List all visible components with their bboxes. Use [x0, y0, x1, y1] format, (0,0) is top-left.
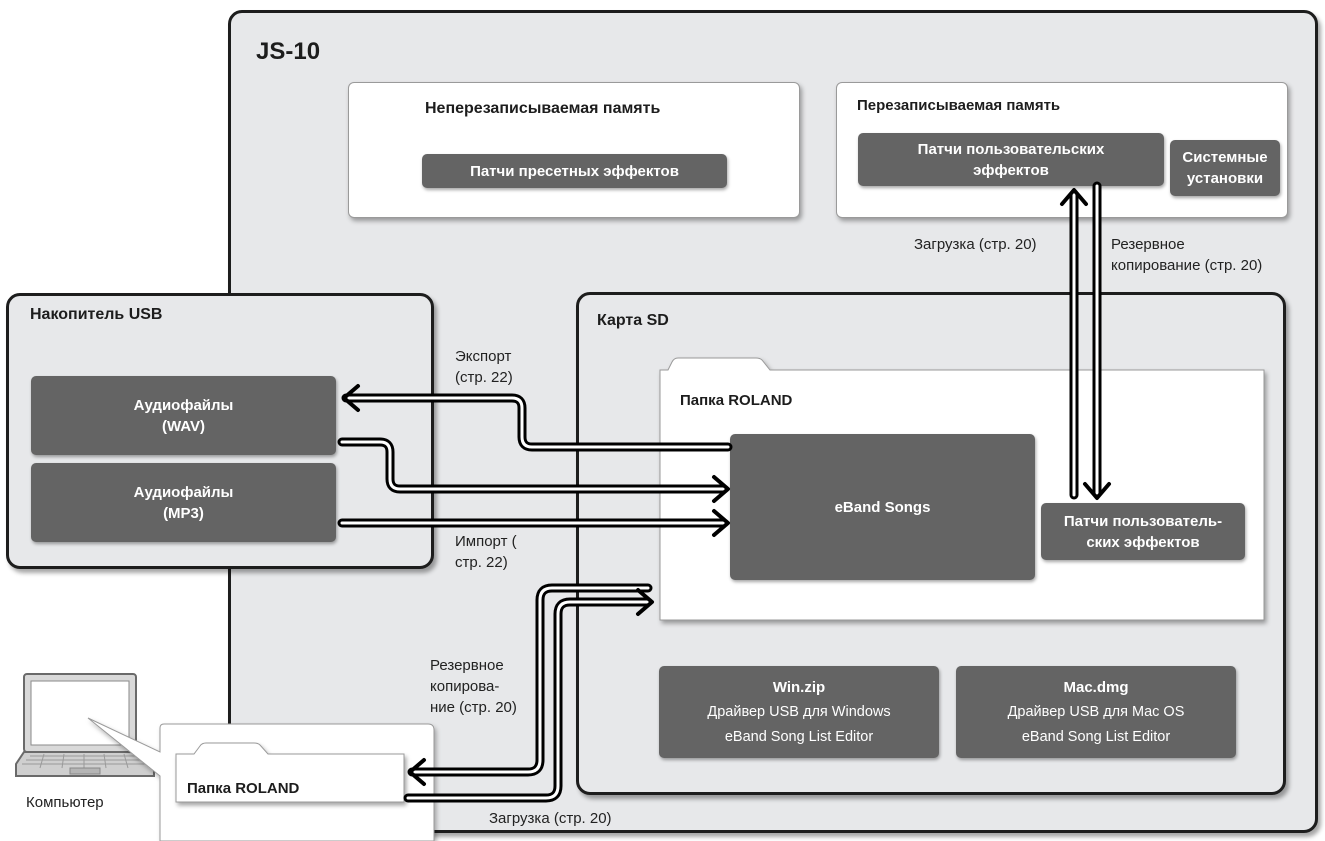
sd-roland-folder-title: Папка ROLAND [680, 392, 793, 409]
load-pc-arrow [403, 588, 654, 803]
sd-title: Карта SD [597, 312, 669, 329]
load-pc-label: Загрузка (стр. 20) [489, 810, 612, 827]
backup-pc-arrow [407, 583, 653, 786]
mac-dmg-box: Mac.dmg Драйвер USB для Mac OS eBand Son… [956, 666, 1236, 758]
preset-patches-label: Патчи пресетных эффектов [470, 162, 679, 180]
ram-title: Перезаписываемая память [857, 97, 1061, 114]
user-patches-ram-box: Патчи пользовательских эффектов [858, 133, 1164, 186]
device-title: JS-10 [256, 38, 321, 65]
mac-dmg-line1: Драйвер USB для Mac OS [1007, 703, 1185, 720]
eband-songs-label: eBand Songs [834, 498, 931, 516]
import-wav-arrow [337, 437, 730, 503]
backup-top-arrow [1083, 181, 1111, 500]
load-top-arrow [1060, 188, 1088, 500]
wav-box: Аудиофайлы (WAV) [31, 376, 336, 455]
pc-roland-folder-title: Папка ROLAND [187, 780, 300, 797]
mac-dmg-name: Mac.dmg [1063, 678, 1129, 696]
wav-label: Аудиофайлы (WAV) [133, 396, 234, 435]
user-patches-sd-label: Патчи пользователь- ских эффектов [1063, 512, 1223, 551]
eband-songs-box: eBand Songs [730, 434, 1035, 580]
computer-label: Компьютер [26, 794, 104, 811]
system-settings-box: Системные установки [1170, 140, 1280, 196]
export-arrow [341, 384, 733, 452]
user-patches-sd-box: Патчи пользователь- ских эффектов [1041, 503, 1245, 560]
system-settings-label: Системные установки [1182, 149, 1268, 187]
user-patches-ram-label: Патчи пользовательских эффектов [917, 140, 1105, 179]
win-zip-box: Win.zip Драйвер USB для Windows eBand So… [659, 666, 939, 758]
pc-roland-folder [175, 742, 405, 803]
backup-pc-label: Резервное копирова- ние (стр. 20) [430, 657, 517, 716]
import-label: Импорт ( стр. 22) [455, 533, 517, 571]
mp3-box: Аудиофайлы (MP3) [31, 463, 336, 542]
import-mp3-arrow [337, 509, 730, 537]
usb-title: Накопитель USB [30, 306, 163, 323]
win-zip-name: Win.zip [772, 678, 826, 696]
export-label: Экспорт (стр. 22) [455, 348, 513, 386]
rom-panel [348, 82, 800, 218]
win-zip-line2: eBand Song List Editor [724, 728, 874, 745]
mp3-label: Аудиофайлы (MP3) [133, 483, 234, 522]
backup-top-label: Резервное копирование (стр. 20) [1111, 236, 1263, 274]
win-zip-line1: Драйвер USB для Windows [707, 703, 891, 720]
load-top-label: Загрузка (стр. 20) [914, 236, 1037, 253]
mac-dmg-line2: eBand Song List Editor [1021, 728, 1171, 745]
rom-title: Неперезаписываемая память [425, 100, 661, 117]
preset-patches-box: Патчи пресетных эффектов [422, 154, 727, 188]
